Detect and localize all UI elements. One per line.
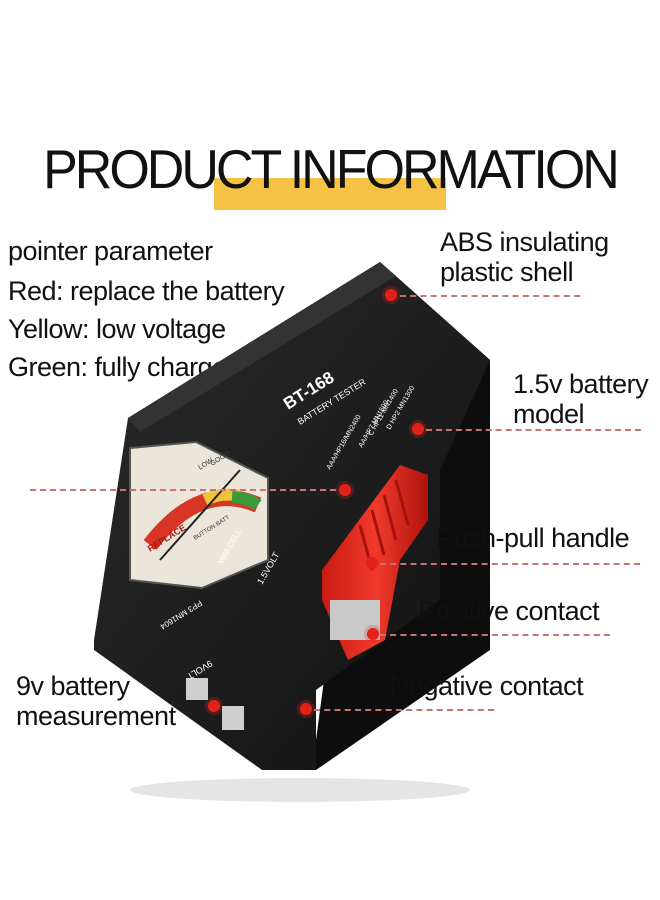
handle-marker-dot [366,557,378,569]
negative-label: Negative contact [390,671,584,701]
nine-volt-marker-dot [208,700,220,712]
positive-leader-line [380,634,610,636]
model-leader-line [426,429,641,431]
pointer-yellow: Yellow: low voltage [8,314,226,344]
shell-label-line2: plastic shell [440,257,574,287]
handle-leader-line [380,563,640,565]
title-highlight-bar [214,178,446,210]
nine-volt-contact-shape [186,678,208,700]
handle-label: Push-pull handle [436,523,630,553]
pointer-heading: pointer parameter [8,236,213,266]
pointer-red: Red: replace the battery [8,276,285,306]
meter-leader-line [30,489,336,491]
meter-marker-dot [339,484,351,496]
positive-label: Positive contact [418,596,600,626]
model-marker-dot [412,423,424,435]
page-title: PRODUCT INFORMATION [43,139,620,201]
negative-leader-line [314,709,494,711]
nine-volt-label-line2: measurement [16,701,176,731]
negative-marker-dot [300,703,312,715]
nine-volt-label-line1: 9v battery [16,671,130,701]
positive-marker-dot [367,628,379,640]
shell-label-line1: ABS insulating [440,227,609,257]
shell-marker-dot [385,289,397,301]
model-label-line2: model [513,399,585,429]
model-label-line1: 1.5v battery [513,369,649,399]
shell-leader-line [400,295,580,297]
